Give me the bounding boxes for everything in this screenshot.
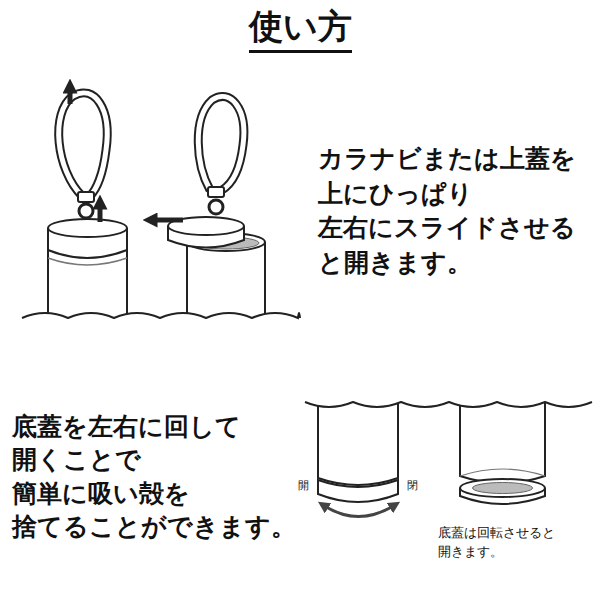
case-bottom-left xyxy=(318,400,398,502)
note-text: 底蓋は回転させると 開きます。 xyxy=(438,524,563,562)
close-mark: 閉 xyxy=(407,479,424,492)
case-right xyxy=(168,217,265,325)
cut-line xyxy=(22,313,300,336)
motion-arrow xyxy=(70,86,183,222)
page-title: 使い方 xyxy=(249,4,352,53)
case-bottom-right xyxy=(460,400,545,504)
open-mark: 開 xyxy=(298,479,315,492)
rotate-arrow xyxy=(323,505,395,517)
cut-line xyxy=(305,384,592,407)
case-left xyxy=(48,219,127,325)
instruction-text: 底蓋を左右に回して 開くことで 簡単に吸い殻を 捨てることができます。 xyxy=(12,410,297,543)
cut-line xyxy=(22,313,300,318)
instruction-text: カラナビまたは上蓋を 上にひっぱり 左右にスライドさせる と開きます。 xyxy=(318,142,578,280)
carabiner xyxy=(59,93,244,218)
cut-line xyxy=(305,402,592,407)
